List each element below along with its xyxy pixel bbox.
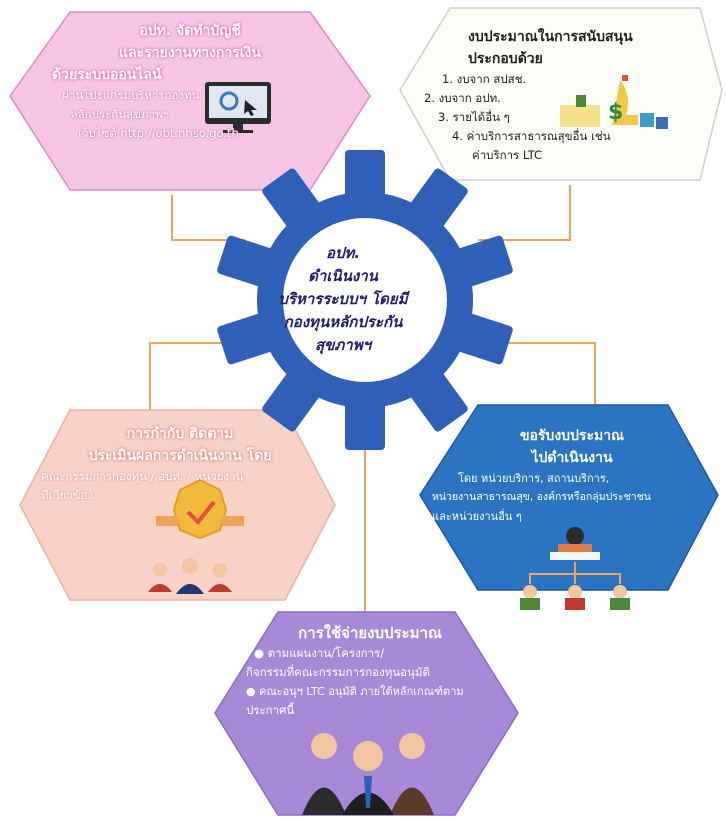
svg-text:$: $ xyxy=(608,100,623,125)
box-body: ● คณะอนุฯ LTC อนุมัติ ภายใต้หลักเกณฑ์ตาม xyxy=(246,685,464,698)
box-body: คณะกรรมการกองทุน / อปท. / หน่วยงาน xyxy=(41,469,244,483)
hex-bottom xyxy=(214,611,519,816)
budget-item: ค่าบริการ LTC xyxy=(472,148,543,162)
people-icon xyxy=(148,558,232,594)
box-spending: การใช้จ่ายงบประมาณ ● ตามแผนงาน/โครงการ/ … xyxy=(240,622,500,720)
center-line: อปท. xyxy=(325,244,361,262)
connector-lines xyxy=(149,185,596,615)
box-title: ขอรับงบประมาณ xyxy=(519,428,625,444)
box-title: อปท. จัดทำบัญชี xyxy=(139,23,241,39)
box-body: ผ่านโปรแกรมบริหารกองทุน xyxy=(62,88,200,102)
hex-mid-right xyxy=(419,404,719,591)
budget-item: 2. งบจาก อปท. xyxy=(424,91,501,105)
box-title: ประกอบด้วย xyxy=(468,51,543,67)
computer-icon xyxy=(205,82,271,133)
money-icon: $ xyxy=(560,75,668,129)
box-request-budget: ขอรับงบประมาณ ไปดำเนินงาน โดย หน่วยบริกา… xyxy=(432,425,712,526)
box-body: หน่วยงานสาธารณสุข, องค์กรหรือกลุ่มประชาช… xyxy=(432,491,651,503)
box-body: ประกาศนี้ xyxy=(246,703,295,717)
box-title: การกำกับ ติดตาม xyxy=(126,426,234,442)
medal-icon xyxy=(156,478,244,540)
executives-icon xyxy=(302,733,434,815)
center-text: อปท. ดำเนินงาน บริหารระบบฯ โดยมี กองทุนห… xyxy=(268,242,418,357)
box-title: ไปดำเนินงาน xyxy=(531,450,613,466)
box-body: โดย หน่วยบริการ, สถานบริการ, xyxy=(458,472,610,485)
box-body: และหน่วยงานอื่น ๆ xyxy=(432,510,522,523)
hex-top-right xyxy=(399,7,723,181)
box-online-accounting: อปท. จัดทำบัญชี และรายงานทางการเงิน ด้วย… xyxy=(40,20,340,143)
box-body: เว็บไซต์ http://obt.nhso.go.th xyxy=(78,126,239,140)
box-body: หลักประกันสุขภาพฯ xyxy=(70,107,170,121)
budget-item: 4. ค่าบริการสาธารณสุขอื่น เช่น xyxy=(452,129,611,143)
box-body: ● ตามแผนงาน/โครงการ/ xyxy=(254,646,385,660)
box-title: งบประมาณในการสนับสนุน xyxy=(468,29,633,45)
box-title: การใช้จ่ายงบประมาณ xyxy=(298,624,442,642)
center-line: ดำเนินงาน xyxy=(308,267,378,285)
box-body: กิจกรรมที่คณะกรรมการกองทุนอนุมัติ xyxy=(246,665,430,679)
box-body: ที่เกี่ยวข้อง xyxy=(41,488,94,502)
org-chart-icon xyxy=(520,527,630,610)
box-monitoring: การกำกับ ติดตาม ประเมินผลการดำเนินงาน โด… xyxy=(35,423,325,505)
budget-item: 1. งบจาก สปสช. xyxy=(442,72,527,86)
box-title: ประเมินผลการดำเนินงาน โดย xyxy=(88,448,272,464)
gear-icon xyxy=(217,150,513,450)
center-line: บริหารระบบฯ โดยมี xyxy=(278,290,408,308)
budget-item: 3. รายได้อื่น ๆ xyxy=(438,110,510,124)
box-title: ด้วยระบบออนไลน์ xyxy=(52,67,162,83)
box-budget-sources: งบประมาณในการสนับสนุน ประกอบด้วย 1. งบจา… xyxy=(410,26,700,165)
box-title: และรายงานทางการเงิน xyxy=(119,45,261,61)
center-line: สุขภาพฯ xyxy=(314,336,372,354)
hex-top-left xyxy=(9,11,371,191)
center-line: กองทุนหลักประกัน xyxy=(283,313,403,331)
